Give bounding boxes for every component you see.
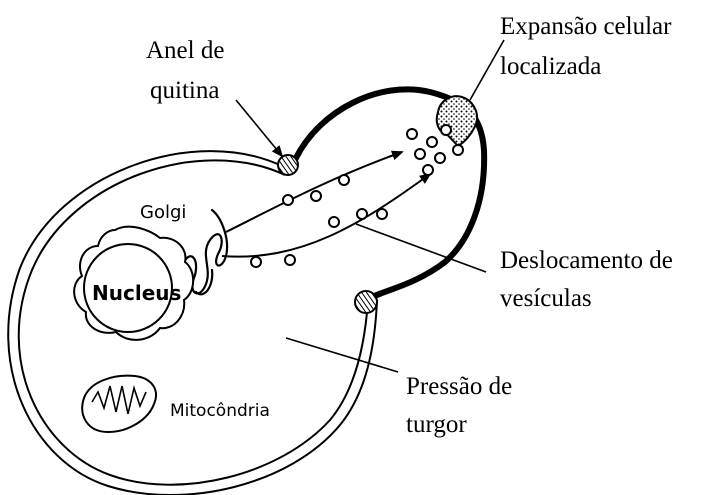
vesicle [427, 137, 437, 147]
label-expansion-line1: Expansão celular [500, 13, 672, 40]
vesicle-arrow-lower [222, 174, 430, 257]
vesicle [357, 209, 367, 219]
vesicle [329, 217, 339, 227]
vesicle [435, 153, 445, 163]
chitin-ring-top [278, 155, 298, 175]
vesicle [415, 149, 425, 159]
label-turgor-line2: turgor [406, 411, 467, 438]
vesicle [339, 175, 349, 185]
vesicle [453, 145, 463, 155]
vesicles [251, 125, 463, 267]
label-mitochondria: Mitocôndria [170, 401, 270, 421]
mother-cell-wall [8, 151, 377, 495]
vesicle [377, 209, 387, 219]
pointer-expansion [470, 40, 504, 100]
label-golgi: Golgi [140, 202, 186, 223]
chitin-ring-bottom [355, 291, 377, 313]
vesicle [283, 195, 293, 205]
label-vesicle-displacement-line1: Deslocamento de [500, 247, 673, 274]
label-chitin-ring-line2: quitina [150, 77, 219, 104]
vesicle [441, 125, 451, 135]
label-vesicle-displacement-line2: vesículas [500, 285, 592, 312]
label-nucleus: Nucleus [92, 281, 181, 305]
vesicle [423, 165, 433, 175]
label-chitin-ring-line1: Anel de [146, 37, 224, 64]
label-expansion-line2: localizada [500, 53, 601, 80]
mitochondrion [82, 376, 156, 432]
pointer-turgor [286, 338, 398, 372]
label-turgor-line1: Pressão de [406, 373, 512, 400]
vesicle [285, 255, 295, 265]
pointer-chitin-ring [236, 100, 282, 156]
vesicle [251, 257, 261, 267]
expansion-zone [437, 96, 477, 146]
vesicle [407, 129, 417, 139]
vesicle [311, 191, 321, 201]
